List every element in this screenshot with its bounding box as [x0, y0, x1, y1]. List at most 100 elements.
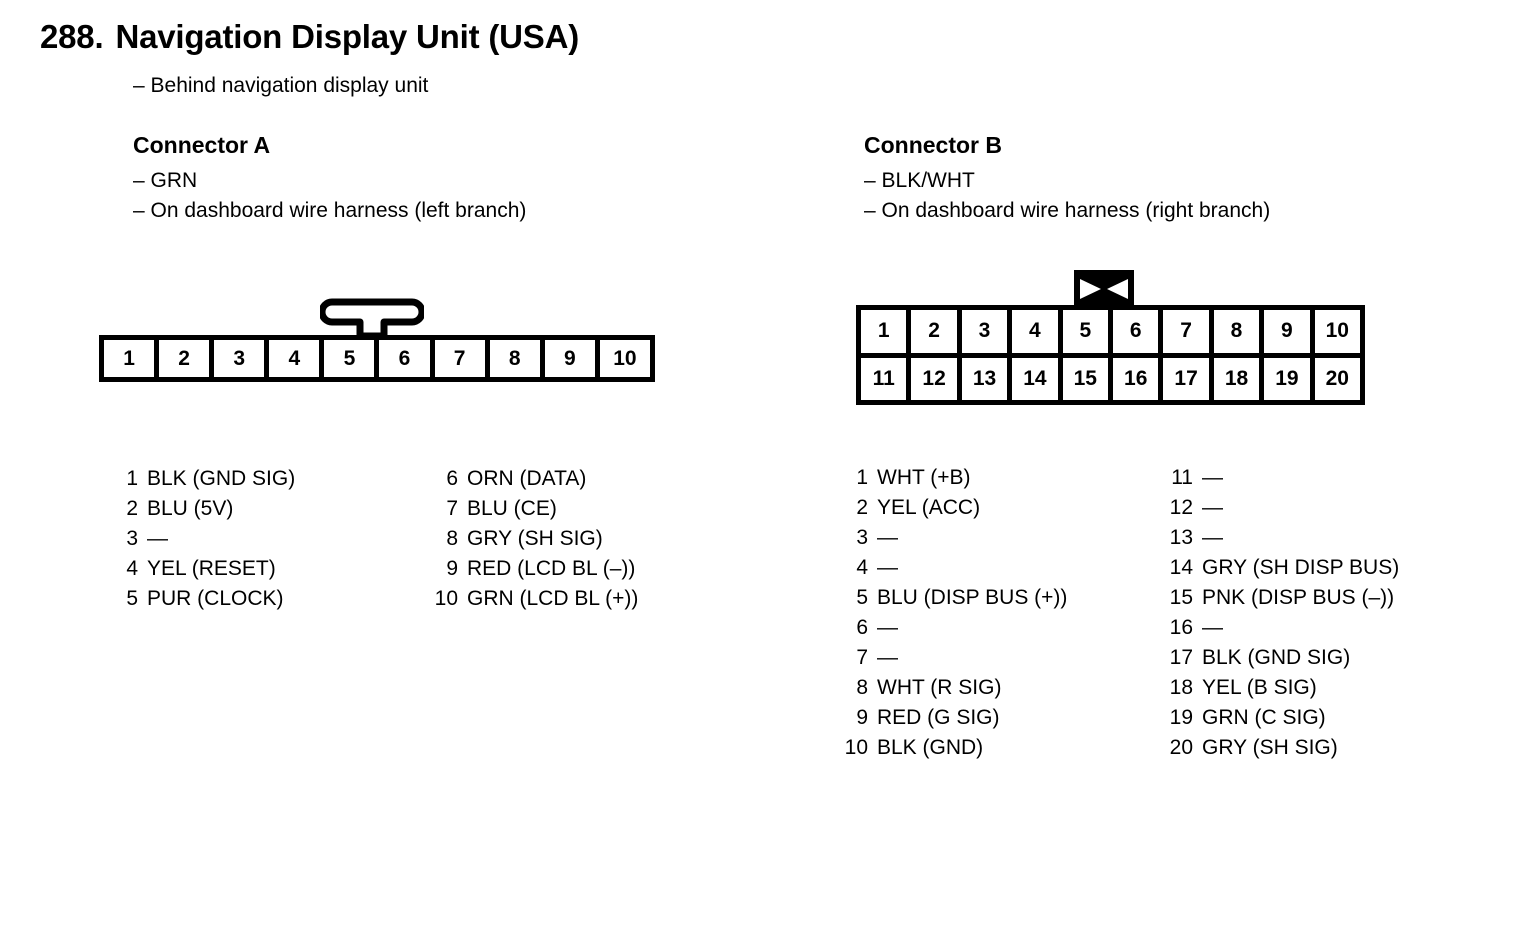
pin-number: 7 [446, 497, 458, 520]
pin-row: 19 GRN (C SIG) [1163, 706, 1399, 736]
pin-number: 4 [856, 556, 868, 579]
pin-description: WHT (R SIG) [877, 676, 1002, 699]
pin-row: 10 BLK (GND) [838, 736, 1067, 766]
connector-a-pin-cell: 7 [434, 340, 485, 377]
pin-description: — [877, 646, 898, 669]
connector-b-pinlist-right: 11 — 12 — 13 — 14 GRY (SH DISP BUS) 15 P… [1163, 466, 1400, 766]
pin-row: 4 YEL (RESET) [108, 557, 295, 587]
pin-number: 13 [1169, 526, 1193, 549]
pin-description: BLK (GND) [877, 736, 984, 759]
pin-number: 6 [446, 467, 458, 490]
pin-description: — [1202, 616, 1223, 639]
pin-number: 18 [1169, 676, 1193, 699]
pin-description: PNK (DISP BUS (–)) [1202, 586, 1395, 609]
pin-row: 16 — [1163, 616, 1399, 646]
pin-row: 7 — [838, 646, 1067, 676]
pin-description: YEL (RESET) [147, 557, 276, 580]
connector-b-pin-cell: 20 [1314, 357, 1360, 400]
connector-a-locking-tab-icon [320, 298, 424, 338]
pin-description: — [877, 616, 898, 639]
connector-b-pin-cell: 14 [1012, 357, 1058, 400]
pin-description: RED (G SIG) [877, 706, 1000, 729]
pin-row: 2 BLU (5V) [108, 497, 295, 527]
pin-number: 5 [856, 586, 868, 609]
pin-row: 18 YEL (B SIG) [1163, 676, 1399, 706]
pin-description: GRY (SH DISP BUS) [1202, 556, 1400, 579]
connector-a-pin-cell: 9 [544, 340, 595, 377]
page-subtitle: – Behind navigation display unit [133, 74, 429, 97]
pin-row: 5 BLU (DISP BUS (+)) [838, 586, 1067, 616]
connector-b-pin-cell: 7 [1163, 310, 1209, 353]
connector-b-pin-cell: 4 [1012, 310, 1058, 353]
connector-b-pin-cell: 17 [1163, 357, 1209, 400]
connector-a-note-0: – GRN [133, 169, 198, 192]
pin-number: 10 [434, 587, 458, 610]
pin-row: 3 — [108, 527, 295, 557]
pin-description: ORN (DATA) [467, 467, 587, 490]
connector-b-title: Connector B [864, 132, 1002, 158]
pin-row: 1 WHT (+B) [838, 466, 1067, 496]
connector-a-pin-cell: 2 [159, 340, 210, 377]
pin-number: 8 [446, 527, 458, 550]
pin-row: 9 RED (G SIG) [838, 706, 1067, 736]
pin-number: 3 [856, 526, 868, 549]
pin-description: — [877, 526, 898, 549]
connector-a-pin-cell: 5 [324, 340, 375, 377]
pin-number: 9 [446, 557, 458, 580]
pin-number: 19 [1169, 706, 1193, 729]
pin-number: 2 [856, 496, 868, 519]
connector-b-pin-cell: 1 [861, 310, 907, 353]
connector-a-pin-cell: 1 [104, 340, 155, 377]
connector-a-pin-cell: 4 [269, 340, 320, 377]
connector-b-pin-grid: 1 2 3 4 5 6 7 8 9 10 11 12 13 14 15 16 1… [856, 305, 1365, 405]
pin-row: 1 BLK (GND SIG) [108, 467, 295, 497]
connector-b-pin-cell: 10 [1314, 310, 1360, 353]
page-title-text: Navigation Display Unit (USA) [115, 18, 580, 55]
connector-b-pinlist-left: 1 WHT (+B) 2 YEL (ACC) 3 — 4 — 5 BLU (DI… [838, 466, 1068, 766]
pin-number: 16 [1169, 616, 1193, 639]
pin-number: 12 [1169, 496, 1193, 519]
connector-a-pin-grid: 1 2 3 4 5 6 7 8 9 10 [99, 335, 655, 382]
pin-row: 13 — [1163, 526, 1399, 556]
pin-description: — [1202, 496, 1223, 519]
pin-description: GRN (LCD BL (+)) [467, 587, 639, 610]
connector-a-pin-cell: 6 [379, 340, 430, 377]
connector-b-pin-cell: 5 [1062, 310, 1108, 353]
pin-number: 2 [126, 497, 138, 520]
pin-description: RED (LCD BL (–)) [467, 557, 636, 580]
pin-row: 6 ORN (DATA) [428, 467, 638, 497]
pin-description: BLU (CE) [467, 497, 557, 520]
pin-description: PUR (CLOCK) [147, 587, 284, 610]
pin-row: 8 GRY (SH SIG) [428, 527, 638, 557]
pin-description: BLU (DISP BUS (+)) [877, 586, 1068, 609]
connector-b-pin-cell: 12 [911, 357, 957, 400]
pin-row: 4 — [838, 556, 1067, 586]
pin-row: 20 GRY (SH SIG) [1163, 736, 1399, 766]
pin-description: — [1202, 526, 1223, 549]
connector-b-pin-cell: 18 [1213, 357, 1260, 400]
pin-description: GRN (C SIG) [1202, 706, 1326, 729]
pin-description: — [1202, 466, 1223, 489]
connector-a-title: Connector A [133, 132, 271, 158]
pin-row: 2 YEL (ACC) [838, 496, 1067, 526]
pin-row: 12 — [1163, 496, 1399, 526]
pin-number: 14 [1169, 556, 1193, 579]
pin-description: YEL (ACC) [877, 496, 981, 519]
pin-description: BLU (5V) [147, 497, 234, 520]
page-number: 288. [40, 18, 104, 55]
pin-number: 4 [126, 557, 138, 580]
pin-number: 8 [856, 676, 868, 699]
pin-row: 9 RED (LCD BL (–)) [428, 557, 638, 587]
pin-number: 7 [856, 646, 868, 669]
pin-number: 10 [844, 736, 868, 759]
pin-description: — [147, 527, 168, 550]
connector-b-pin-cell: 13 [961, 357, 1008, 400]
pin-row: 5 PUR (CLOCK) [108, 587, 295, 617]
pin-row: 6 — [838, 616, 1067, 646]
connector-a-pinlist-right: 6 ORN (DATA) 7 BLU (CE) 8 GRY (SH SIG) 9… [428, 467, 639, 617]
connector-b-pin-cell: 11 [861, 357, 907, 400]
pin-number: 6 [856, 616, 868, 639]
pin-number: 3 [126, 527, 138, 550]
pin-description: BLK (GND SIG) [1202, 646, 1351, 669]
pin-row: 17 BLK (GND SIG) [1163, 646, 1399, 676]
